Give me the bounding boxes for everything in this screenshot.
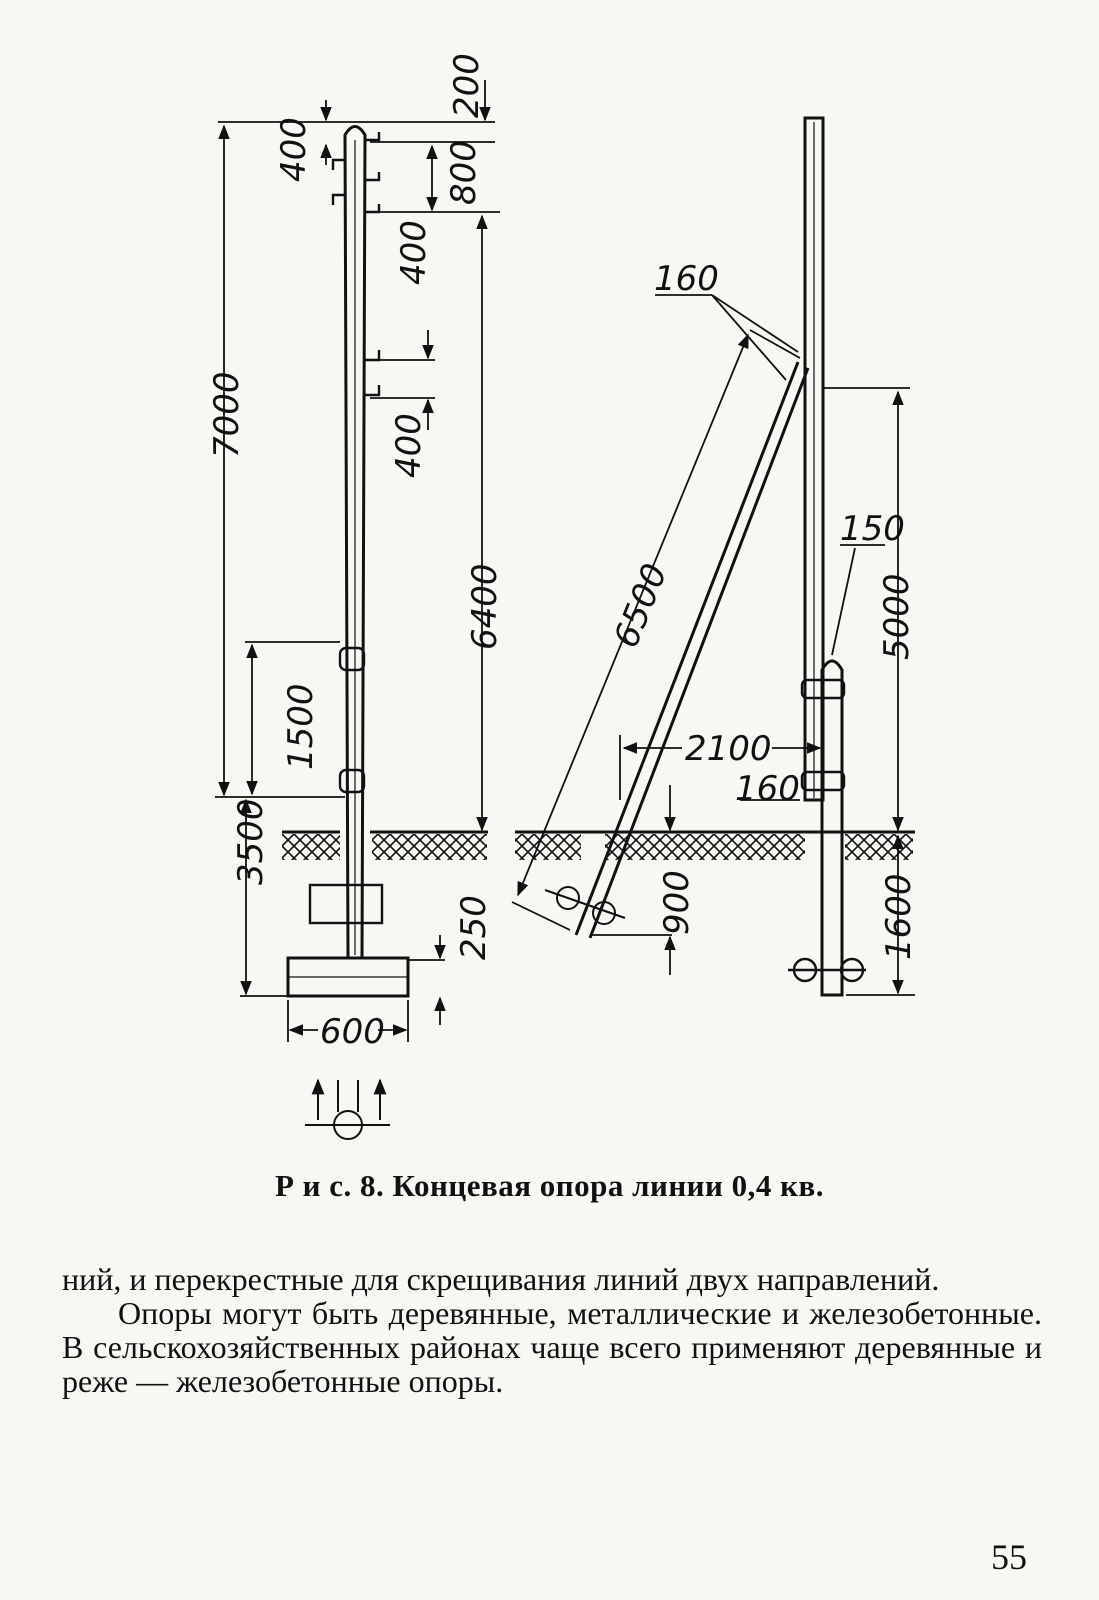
paragraph-2: Опоры могут быть деревянные, металлическ…	[62, 1295, 1042, 1399]
dim-400-low: 400	[389, 413, 429, 478]
figure-caption: Р и с. 8. Концевая опора линии 0,4 кв.	[274, 1168, 825, 1203]
paragraph-1: ний, и перекрестные для скрещивания лини…	[62, 1261, 940, 1297]
body-text: ний, и перекрестные для скрещивания лини…	[62, 1262, 1042, 1398]
dim-1500: 1500	[281, 683, 321, 770]
pole-plan-view	[305, 1078, 390, 1140]
page-number: 55	[991, 1537, 1027, 1577]
dim-6500: 6500	[606, 558, 676, 653]
dim-6400: 6400	[465, 563, 505, 650]
dim-800: 800	[444, 140, 484, 205]
pole-drawing: 200 400 800 400 400 7000 6400 1500 3500 …	[207, 53, 919, 1140]
dim-160-top: 160	[654, 259, 719, 299]
dim-200: 200	[447, 53, 487, 118]
left-pole	[286, 125, 410, 998]
dim-2100: 2100	[685, 729, 772, 769]
dim-3500: 3500	[231, 798, 271, 885]
dim-250: 250	[454, 895, 494, 960]
dim-600: 600	[320, 1012, 385, 1052]
dim-5000: 5000	[877, 573, 917, 660]
dim-400-top: 400	[274, 117, 314, 182]
dim-1600: 1600	[879, 873, 919, 960]
dim-7000: 7000	[207, 371, 247, 458]
dim-160-low: 160	[735, 769, 800, 809]
right-pole	[788, 116, 866, 997]
dim-150: 150	[840, 509, 905, 549]
dim-400-mid: 400	[394, 220, 434, 285]
dim-900: 900	[657, 870, 697, 935]
